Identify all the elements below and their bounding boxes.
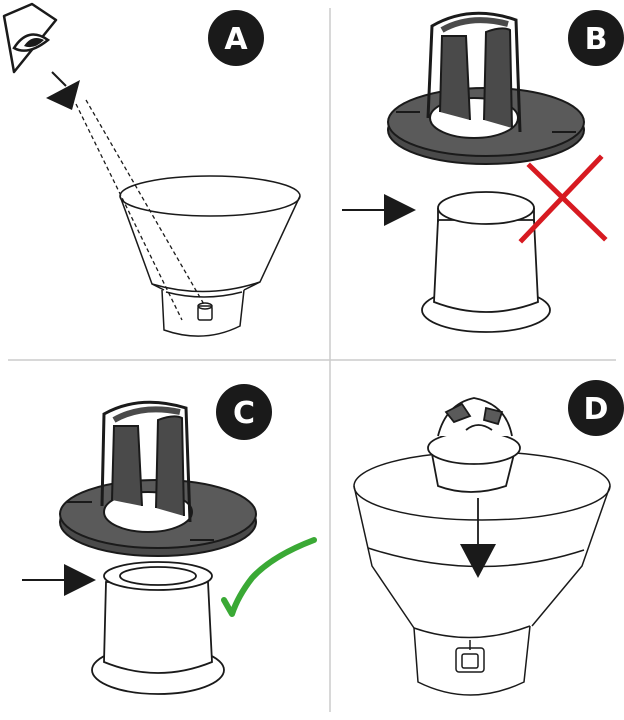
view-direction-arrow	[46, 71, 80, 110]
filter-cup	[421, 191, 551, 333]
panel-c-badge: C	[216, 384, 272, 440]
filter-cup	[91, 561, 225, 695]
eye-icon	[2, 2, 58, 74]
panel-a-badge: A	[208, 10, 264, 66]
filter-adapter	[387, 11, 585, 165]
panel-c-label: C	[233, 396, 255, 431]
panel-a-label: A	[224, 22, 248, 57]
sight-lines	[75, 99, 206, 321]
insert-arrow-b	[342, 194, 416, 226]
panel-dividers	[8, 8, 616, 712]
insert-arrow-c	[22, 564, 96, 596]
checkmark-icon	[221, 537, 317, 617]
panel-c: C	[22, 384, 317, 695]
panel-b-label: B	[585, 22, 608, 57]
panel-b-badge: B	[568, 10, 624, 66]
funnel-reservoir	[119, 175, 301, 337]
panel-d: D	[353, 380, 624, 696]
filter-cartridge	[427, 397, 521, 493]
insert-arrow-d	[460, 498, 496, 578]
filter-adapter	[59, 400, 257, 557]
panel-b: B	[342, 10, 624, 333]
panel-d-badge: D	[568, 380, 624, 436]
cross-icon	[518, 154, 608, 244]
panel-d-label: D	[584, 392, 609, 427]
panel-a: A	[2, 2, 301, 337]
